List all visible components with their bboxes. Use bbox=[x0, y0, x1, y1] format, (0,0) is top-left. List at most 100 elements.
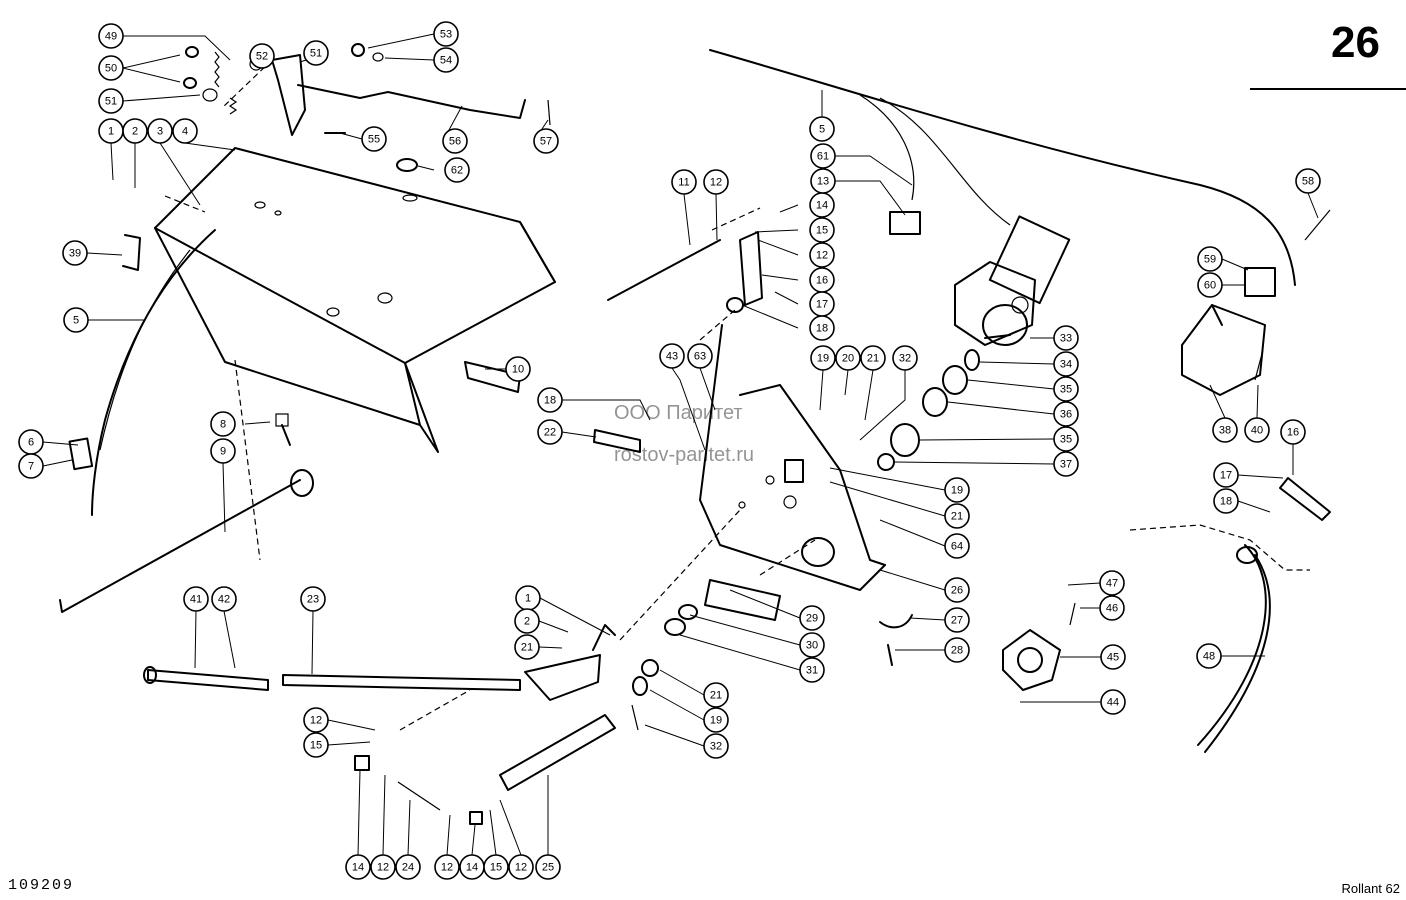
callout-number: 58 bbox=[1302, 176, 1314, 188]
callout-circle bbox=[659, 343, 685, 369]
callout-circle bbox=[892, 345, 918, 371]
callout-48: 48 bbox=[1196, 643, 1222, 669]
callout-number: 31 bbox=[806, 665, 818, 677]
callout-19: 19 bbox=[703, 707, 729, 733]
callout-16: 16 bbox=[1280, 419, 1306, 445]
callout-number: 21 bbox=[521, 642, 533, 654]
callout-circle bbox=[249, 43, 275, 69]
callout-number: 1 bbox=[108, 126, 114, 138]
callout-circle bbox=[1053, 351, 1079, 377]
callout-16: 16 bbox=[809, 267, 835, 293]
cable-top bbox=[709, 49, 1296, 286]
callout-circle bbox=[211, 586, 237, 612]
callout-51: 51 bbox=[98, 88, 124, 114]
callout-circle bbox=[442, 128, 468, 154]
callout-2: 2 bbox=[514, 608, 540, 634]
ring-36 bbox=[922, 387, 948, 417]
callout-number: 5 bbox=[73, 315, 79, 327]
callout-circle bbox=[1197, 272, 1223, 298]
callout-number: 30 bbox=[806, 640, 818, 652]
callout-number: 61 bbox=[817, 151, 829, 163]
callout-64: 64 bbox=[944, 533, 970, 559]
callout-number: 1 bbox=[525, 593, 531, 605]
callout-32: 32 bbox=[703, 733, 729, 759]
callout-12: 12 bbox=[434, 854, 460, 880]
leader-lines bbox=[42, 33, 1319, 856]
callout-circle bbox=[483, 854, 509, 880]
lever-16 bbox=[739, 231, 763, 306]
callout-30: 30 bbox=[799, 632, 825, 658]
callout-21: 21 bbox=[514, 634, 540, 660]
clamp-27 bbox=[879, 614, 913, 629]
page-number: 26 bbox=[1331, 18, 1380, 67]
callout-13: 13 bbox=[810, 168, 836, 194]
callout-number: 49 bbox=[105, 31, 117, 43]
callout-circle bbox=[671, 169, 697, 195]
cover-housing bbox=[154, 147, 556, 453]
frame-outline bbox=[1129, 524, 1310, 571]
callout-number: 47 bbox=[1106, 578, 1118, 590]
callout-number: 38 bbox=[1219, 425, 1231, 437]
callout-19: 19 bbox=[944, 477, 970, 503]
callout-number: 57 bbox=[540, 136, 552, 148]
callout-circle bbox=[799, 657, 825, 683]
callout-circle bbox=[433, 47, 459, 73]
callout-number: 35 bbox=[1060, 434, 1072, 446]
callout-39: 39 bbox=[62, 240, 88, 266]
callout-number: 32 bbox=[899, 353, 911, 365]
callout-number: 45 bbox=[1107, 652, 1119, 664]
callout-circle bbox=[1100, 689, 1126, 715]
callout-circle bbox=[1100, 644, 1126, 670]
callout-number: 17 bbox=[816, 299, 828, 311]
callout-circle bbox=[809, 315, 835, 341]
callout-number: 62 bbox=[451, 165, 463, 177]
callout-31: 31 bbox=[799, 657, 825, 683]
callout-36: 36 bbox=[1053, 401, 1079, 427]
callout-circle bbox=[1053, 376, 1079, 402]
callout-40: 40 bbox=[1244, 417, 1270, 443]
callout-number: 6 bbox=[28, 437, 34, 449]
callout-number: 25 bbox=[542, 862, 554, 874]
callout-59: 59 bbox=[1197, 246, 1223, 272]
callout-number: 51 bbox=[310, 48, 322, 60]
callout-circle bbox=[1053, 451, 1079, 477]
flange-bearing-45 bbox=[1002, 602, 1076, 691]
callout-circle bbox=[1213, 462, 1239, 488]
callout-number: 52 bbox=[256, 51, 268, 63]
callout-number: 26 bbox=[951, 585, 963, 597]
callout-circle bbox=[395, 854, 421, 880]
callout-number: 28 bbox=[951, 645, 963, 657]
callout-number: 12 bbox=[515, 862, 527, 874]
callout-circle bbox=[505, 356, 531, 382]
callout-number: 33 bbox=[1060, 333, 1072, 345]
callout-circle bbox=[703, 707, 729, 733]
callout-number: 50 bbox=[105, 63, 117, 75]
callout-number: 51 bbox=[105, 96, 117, 108]
callout-5: 5 bbox=[809, 116, 835, 142]
callout-circle bbox=[210, 411, 236, 437]
callout-number: 16 bbox=[816, 275, 828, 287]
bearing-35-bottom bbox=[890, 423, 920, 457]
callout-circle bbox=[183, 586, 209, 612]
callout-number: 16 bbox=[1287, 427, 1299, 439]
callout-8: 8 bbox=[210, 411, 236, 437]
callout-circle bbox=[514, 608, 540, 634]
callout-number: 37 bbox=[1060, 459, 1072, 471]
callout-14: 14 bbox=[809, 192, 835, 218]
callout-number: 13 bbox=[817, 176, 829, 188]
callout-number: 15 bbox=[816, 225, 828, 237]
drawing-number: 109209 bbox=[8, 877, 75, 894]
callout-number: 40 bbox=[1251, 425, 1263, 437]
rod-9 bbox=[59, 479, 301, 613]
callout-circle bbox=[62, 240, 88, 266]
callout-number: 53 bbox=[440, 29, 452, 41]
ring-34 bbox=[964, 349, 980, 371]
callout-circle bbox=[810, 345, 836, 371]
bracket-22 bbox=[593, 429, 641, 453]
callout-circle bbox=[809, 116, 835, 142]
lever-52 bbox=[271, 54, 306, 136]
callout-12: 12 bbox=[809, 242, 835, 268]
spring-49 bbox=[214, 51, 220, 88]
